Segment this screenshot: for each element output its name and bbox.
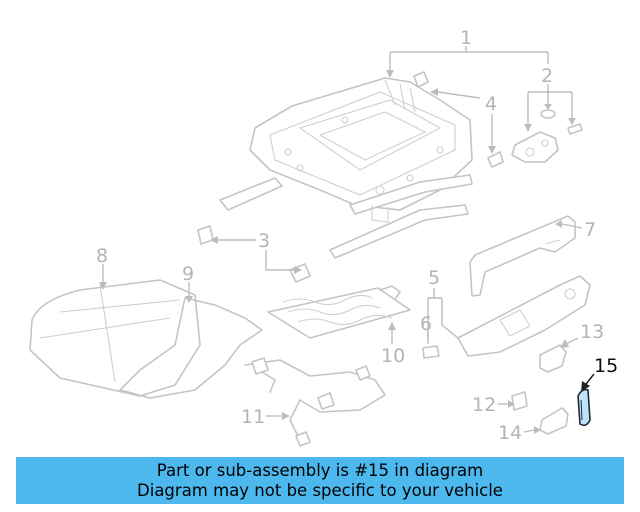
callout-15: 15 <box>594 355 618 377</box>
callout-11: 11 <box>241 406 265 428</box>
callout-13: 13 <box>580 321 604 343</box>
wire-harness-part <box>244 357 386 447</box>
wire-bracket-part <box>469 215 576 297</box>
callout-12: 12 <box>472 394 496 416</box>
switch-part-13 <box>539 344 567 373</box>
callout-10: 10 <box>381 345 405 367</box>
callout-1: 1 <box>460 27 472 49</box>
callout-5: 5 <box>428 267 440 289</box>
side-shield-part <box>457 275 591 357</box>
callout-6: 6 <box>420 313 432 335</box>
clip-part-4 <box>413 71 504 168</box>
banner-line-1: Part or sub-assembly is #15 in diagram <box>156 460 484 480</box>
callout-9: 9 <box>182 263 194 285</box>
leader-lines <box>99 46 595 434</box>
switch-part-6 <box>422 345 440 359</box>
recliner-hinge-part <box>511 109 583 163</box>
seat-frame-part <box>219 77 473 259</box>
callout-labels: 1 2 3 4 5 6 7 8 9 10 11 12 13 14 15 <box>96 27 618 444</box>
cushion-cover-part <box>119 297 263 399</box>
parts-diagram: 1 2 3 4 5 6 7 8 9 10 11 12 13 14 15 <box>29 27 618 447</box>
callout-3: 3 <box>258 230 270 252</box>
knob-part-14 <box>539 407 569 435</box>
banner-line-2: Diagram may not be specific to your vehi… <box>137 480 503 500</box>
highlighted-part-15[interactable] <box>577 388 591 427</box>
info-banner: Part or sub-assembly is #15 in diagram D… <box>16 457 624 504</box>
callout-2: 2 <box>541 65 553 87</box>
clip-part-3 <box>197 225 311 283</box>
callout-7: 7 <box>584 219 596 241</box>
clip-part-12 <box>511 391 528 411</box>
cushion-pad-part <box>29 279 201 397</box>
callout-8: 8 <box>96 245 108 267</box>
callout-4: 4 <box>485 93 497 115</box>
spring-mat-part <box>267 285 411 339</box>
callout-14: 14 <box>498 422 522 444</box>
